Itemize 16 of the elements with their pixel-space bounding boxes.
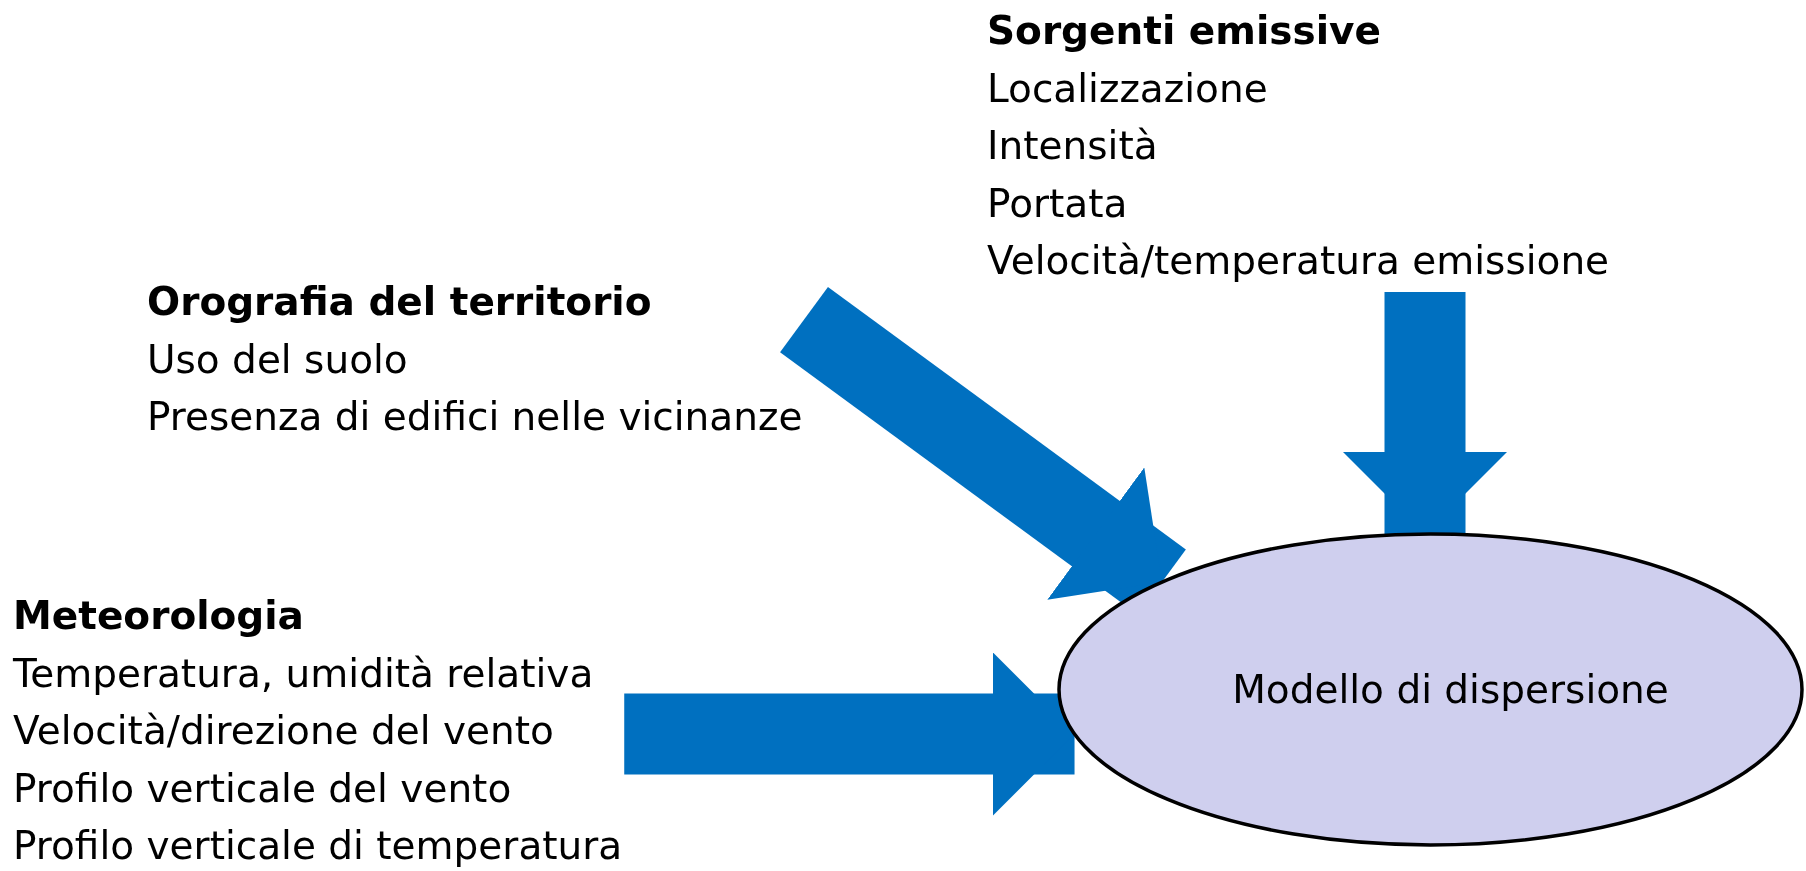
- factor-item: Profilo verticale di temperatura: [13, 822, 623, 871]
- factor-item: Profilo verticale del vento: [13, 764, 513, 813]
- factor-item: Localizzazione: [987, 64, 1269, 113]
- group-heading: Sorgenti emissive: [987, 7, 1382, 55]
- factor-item: Velocità/direzione del vento: [13, 707, 555, 756]
- group-heading: Meteorologia: [13, 592, 305, 640]
- block-arrow: [624, 652, 1075, 816]
- factor-item: Temperatura, umidità relativa: [13, 649, 595, 698]
- factor-item: Velocità/temperatura emissione: [987, 237, 1610, 286]
- factor-item: Presenza di edifici nelle vicinanze: [147, 393, 803, 442]
- factor-item: Intensità: [987, 122, 1159, 171]
- node-label: Modello di dispersione: [1231, 665, 1669, 714]
- block-arrow: [1343, 291, 1507, 534]
- factor-item: Uso del suolo: [147, 335, 409, 384]
- group-heading: Orografia del territorio: [147, 278, 653, 326]
- factor-item: Portata: [987, 179, 1129, 228]
